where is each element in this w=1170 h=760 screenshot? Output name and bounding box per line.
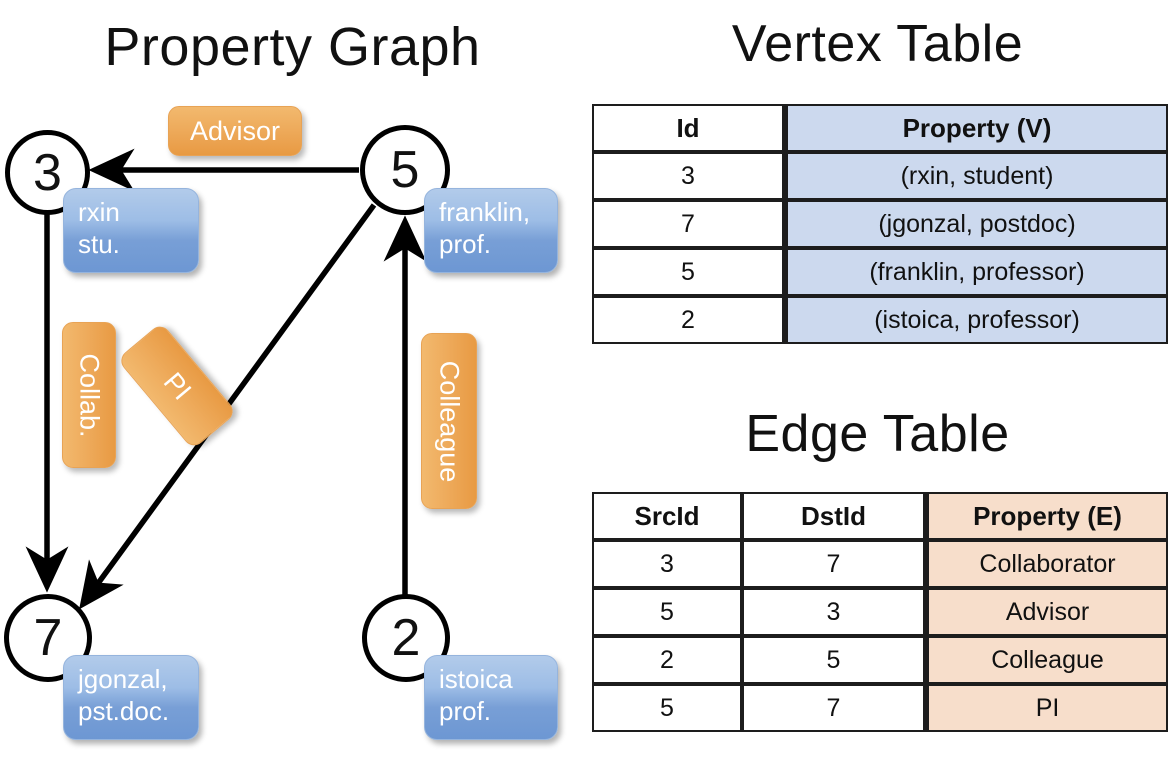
edge-label-collab-text: Collab.	[74, 352, 105, 438]
edge-table-title: Edge Table	[745, 405, 1010, 463]
vertex-table-cell-3-1: (istoica, professor)	[784, 296, 1168, 344]
node-5-property-box: franklin, prof.	[424, 188, 558, 273]
edge-table-cell-0-0: 3	[592, 540, 742, 588]
node-7-id: 7	[33, 609, 63, 667]
vertex-table-header-0: Id	[592, 104, 784, 152]
node-3-property-box: rxin stu.	[63, 188, 199, 273]
vertex-table-cell-0-1: (rxin, student)	[784, 152, 1168, 200]
table-row[interactable]: 2(istoica, professor)	[592, 296, 1168, 344]
edge-table-cell-2-1: 5	[742, 636, 925, 684]
edge-table-cell-1-2: Advisor	[925, 588, 1168, 636]
vertex-table-cell-0-0: 3	[592, 152, 784, 200]
node-2[interactable]: 2	[362, 594, 450, 682]
edge-table-cell-0-2: Collaborator	[925, 540, 1168, 588]
node-7-property: jgonzal, pst.doc.	[78, 664, 170, 726]
node-5-id: 5	[390, 141, 420, 199]
vertex-table-cell-1-1: (jgonzal, postdoc)	[784, 200, 1168, 248]
graph-title: Property Graph	[104, 17, 481, 77]
edge-table-cell-2-0: 2	[592, 636, 742, 684]
edge-table-cell-3-0: 5	[592, 684, 742, 732]
table-row[interactable]: 3(rxin, student)	[592, 152, 1168, 200]
node-5[interactable]: 5	[360, 125, 450, 215]
edge-label-colleague: Colleague	[421, 333, 477, 509]
vertex-table-cell-3-0: 2	[592, 296, 784, 344]
node-3-property: rxin stu.	[78, 197, 120, 259]
edge-table-header-2: Property (E)	[925, 492, 1168, 540]
edge-label-colleague-text: Colleague	[434, 360, 465, 482]
node-3-id: 3	[33, 143, 62, 202]
edge-label-advisor: Advisor	[168, 106, 302, 156]
edge-table-cell-1-1: 3	[742, 588, 925, 636]
table-row[interactable]: 5(franklin, professor)	[592, 248, 1168, 296]
edge-label-pi-text: PI	[157, 366, 198, 406]
edge-label-collab: Collab.	[62, 322, 116, 468]
edge-table-cell-2-2: Colleague	[925, 636, 1168, 684]
edge-table-cell-1-0: 5	[592, 588, 742, 636]
edge-table-cell-3-2: PI	[925, 684, 1168, 732]
edge-table-header-0: SrcId	[592, 492, 742, 540]
vertex-table-cell-2-0: 5	[592, 248, 784, 296]
node-5-property: franklin, prof.	[439, 197, 531, 259]
vertex-table-title: Vertex Table	[731, 15, 1024, 73]
node-2-property: istoica prof.	[439, 664, 513, 726]
edge-table-cell-0-1: 7	[742, 540, 925, 588]
edge-label-advisor-text: Advisor	[189, 115, 281, 146]
node-7-property-box: jgonzal, pst.doc.	[63, 655, 199, 740]
edge-table-header-1: DstId	[742, 492, 925, 540]
property-graph-panel: Property Graph Advisor Collab. PI Collea…	[4, 17, 558, 740]
vertex-table-cell-1-0: 7	[592, 200, 784, 248]
edge-table-cell-3-1: 7	[742, 684, 925, 732]
node-2-id: 2	[391, 609, 421, 667]
vertex-table-header-1: Property (V)	[784, 104, 1168, 152]
vertex-table-cell-2-1: (franklin, professor)	[784, 248, 1168, 296]
table-row[interactable]: 7(jgonzal, postdoc)	[592, 200, 1168, 248]
node-2-property-box: istoica prof.	[424, 655, 558, 740]
